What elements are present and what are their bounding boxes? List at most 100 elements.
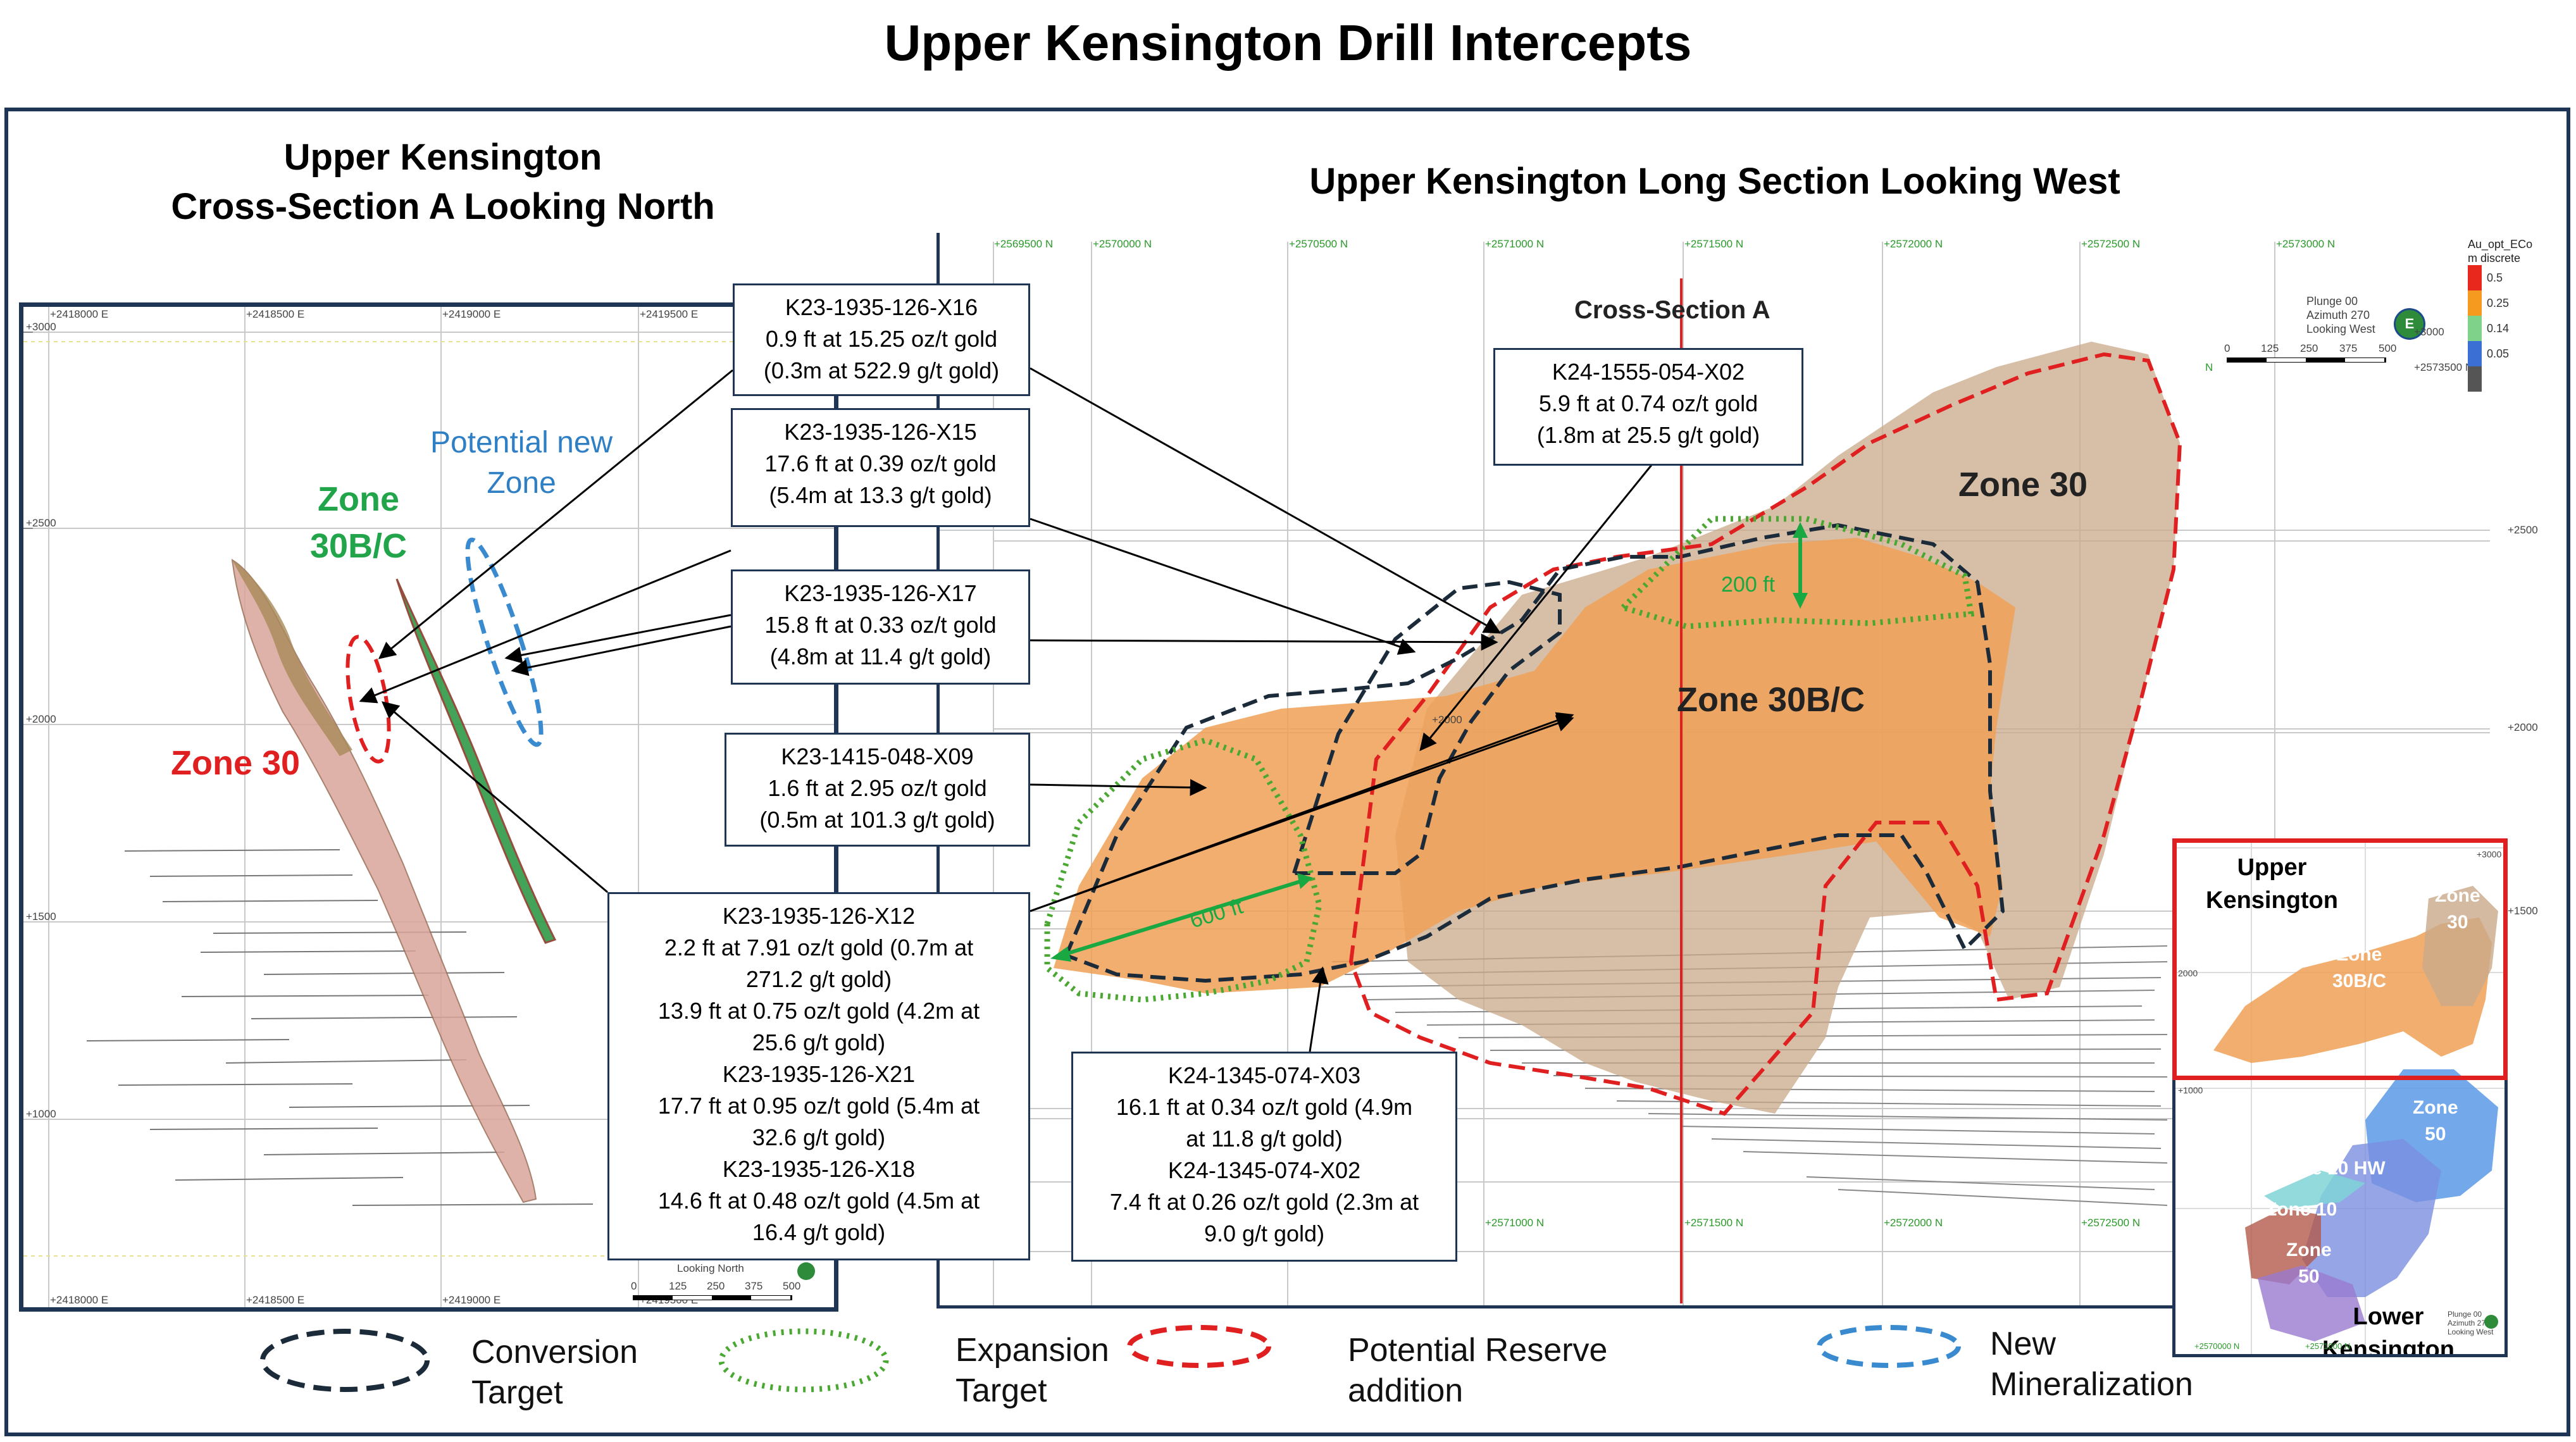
east-bottom-1: +2418000 E — [50, 1294, 109, 1306]
north-bottom-3: +2572000 N — [1884, 1217, 1943, 1229]
callout-x03: K24-1345-074-X03 16.1 ft at 0.34 oz/t gol… — [1071, 1052, 1457, 1262]
inset-lower-label: Lower Kensington — [2322, 1303, 2455, 1357]
callout-line: 16.1 ft at 0.34 oz/t gold (4.9m — [1116, 1094, 1413, 1120]
callout-line: (4.8m at 11.4 g/t gold) — [769, 643, 992, 669]
north-top-3: +2570500 N — [1289, 238, 1348, 250]
inset-elev-1000: +1000 — [2178, 1085, 2203, 1095]
colorbar-entry: 0.14 — [2468, 316, 2563, 341]
ls-zone30-label: Zone 30 — [1958, 466, 2088, 504]
inset-compass-icon — [2484, 1315, 2498, 1329]
callout-line: 17.6 ft at 0.39 oz/t gold — [764, 451, 997, 476]
east-top-2: +2418500 E — [246, 308, 305, 320]
scale-tick: 375 — [745, 1280, 763, 1292]
callout-line: 7.4 ft at 0.26 oz/t gold (2.3m at — [1109, 1189, 1419, 1215]
east-top-1: +2418000 E — [50, 308, 109, 320]
ls-scale-tick: 250 — [2300, 342, 2318, 354]
legend-shapes — [260, 1325, 1961, 1393]
callout-line: 32.6 g/t gold) — [752, 1124, 886, 1150]
north-top-2: +2570000 N — [1093, 238, 1152, 250]
figure-frame — [4, 108, 2570, 1436]
legend-potential-reserve: Potential Reserve addition — [1348, 1332, 1608, 1409]
cross-section-title: Upper Kensington Cross-Section A Looking… — [95, 133, 791, 232]
callout-line: K23-1935-126-X15 — [784, 419, 977, 445]
left-elev-2000: +2000 — [1432, 714, 1462, 726]
cross-section-title-line1: Upper Kensington — [283, 137, 602, 178]
callout-line: 25.6 g/t gold) — [752, 1029, 886, 1055]
north-top-4: +2571000 N — [1485, 238, 1545, 250]
ls-side-top: +3000 — [2414, 326, 2444, 338]
inset-upper-highlight — [2172, 838, 2508, 1080]
ls-scale-tick: 500 — [2379, 342, 2397, 354]
callout-line: 17.7 ft at 0.95 oz/t gold (5.4m at — [657, 1093, 980, 1119]
ls-side-partial: N — [2205, 361, 2213, 373]
legend-new-mineralization: New Mineralization — [1990, 1326, 2193, 1403]
callout-line: (1.8m at 25.5 g/t gold) — [1536, 422, 1760, 448]
inset-zone10: Zone 10 — [2265, 1199, 2337, 1220]
plunge-text: Plunge 00 — [2306, 295, 2358, 308]
callout-line: K23-1935-126-X17 — [784, 580, 977, 606]
callout-line: K24-1345-074-X02 — [1167, 1157, 1361, 1183]
east-top-4: +2419500 E — [640, 308, 699, 320]
inset-zone30: Zone 30 — [2435, 885, 2480, 933]
long-section-title: Upper Kensington Long Section Looking We… — [1309, 161, 2120, 202]
inset-north-1: +2570000 N — [2194, 1341, 2240, 1351]
legend-expansion: Expansion Target — [955, 1332, 1109, 1409]
callout-line: 1.6 ft at 2.95 oz/t gold — [768, 775, 987, 801]
legend-conversion: Conversion Target — [471, 1334, 638, 1411]
north-top-8: +2573000 N — [2276, 238, 2336, 250]
callout-line: at 11.8 g/t gold) — [1186, 1126, 1343, 1152]
callout-line: K24-1555-054-X02 — [1552, 359, 1745, 385]
colorbar-swatch — [2468, 290, 2482, 316]
ls-scale-tick: 125 — [2261, 342, 2279, 354]
colorbar-entry: 0.5 — [2468, 265, 2563, 290]
callout-line: K23-1415-048-X09 — [781, 743, 974, 769]
elev-label-3000: +3000 — [26, 321, 56, 333]
inset-zone30bc: Zone 30B/C — [2332, 944, 2387, 991]
north-bottom-2: +2571500 N — [1684, 1217, 1744, 1229]
east-bottom-2: +2418500 E — [246, 1294, 305, 1306]
callout-line: (0.5m at 101.3 g/t gold) — [759, 807, 995, 833]
scale-tick: 500 — [783, 1280, 801, 1292]
elev-label-1000: +1000 — [26, 1108, 56, 1120]
east-bottom-3: +2419000 E — [442, 1294, 501, 1306]
cs-potential-zone-label: Potential new Zone — [430, 426, 613, 500]
colorbar-label: 0.5 — [2487, 271, 2503, 284]
colorbar-entry: 0.05 — [2468, 341, 2563, 366]
scale-tick: 125 — [669, 1280, 687, 1292]
elev-label-2500: +2500 — [26, 517, 56, 529]
long-section-orientation: Plunge 00 Azimuth 270 Looking West E 0 1… — [2205, 294, 2473, 383]
callout-line: 271.2 g/t gold) — [745, 966, 892, 992]
inset-elev-3000: +3000 — [2477, 849, 2502, 859]
colorbar-swatch — [2468, 316, 2482, 341]
colorbar-entry — [2468, 366, 2563, 392]
north-bottom-1: +2571000 N — [1485, 1217, 1545, 1229]
north-top-1: +2569500 N — [994, 238, 1054, 250]
callout-line: (5.4m at 13.3 g/t gold) — [769, 482, 992, 508]
callout-x09: K23-1415-048-X09 1.6 ft at 2.95 oz/t gold… — [725, 733, 1030, 847]
colorbar-swatch — [2468, 366, 2482, 392]
scale-tick: 250 — [707, 1280, 725, 1292]
cross-section-scale: Looking North 0 125 250 375 500 — [628, 1262, 830, 1302]
scale-bar — [633, 1295, 792, 1300]
colorbar-swatch — [2468, 341, 2482, 366]
inset-zone50-upper: Zone 50 — [2413, 1097, 2458, 1145]
cross-section-a-label: Cross-Section A — [1574, 296, 1770, 324]
callout-line: K24-1345-074-X03 — [1167, 1062, 1361, 1088]
callout-x15: K23-1935-126-X15 17.6 ft at 0.39 oz/t gol… — [731, 408, 1030, 527]
inset-elev-2000: 2000 — [2178, 968, 2198, 978]
looking-text: Looking West — [2306, 323, 2375, 335]
ls-scale-tick: 0 — [2224, 342, 2231, 354]
compass-icon — [797, 1262, 815, 1280]
azimuth-text: Azimuth 270 — [2306, 309, 2370, 321]
scale-caption: Looking North — [677, 1262, 744, 1274]
colorbar-swatch — [2468, 265, 2482, 290]
inset-zone10hw: Zone 10 HW — [2277, 1158, 2386, 1179]
cross-section-title-line2: Cross-Section A Looking North — [171, 186, 715, 227]
callout-x02a: K24-1555-054-X02 5.9 ft at 0.74 oz/t gold… — [1493, 348, 1803, 466]
callout-line: (0.3m at 522.9 g/t gold) — [763, 357, 1000, 383]
callout-line: 5.9 ft at 0.74 oz/t gold — [1538, 390, 1758, 416]
ls-zone30bc-label: Zone 30B/C — [1677, 681, 1865, 719]
